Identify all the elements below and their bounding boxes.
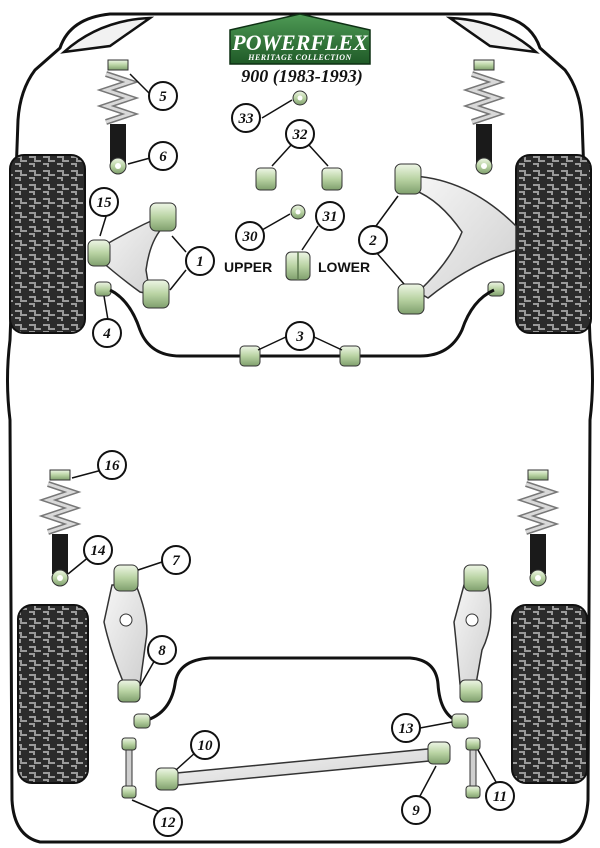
rear-right-droplink bbox=[465, 737, 481, 799]
callout-31: 31 bbox=[315, 201, 345, 231]
callout-14: 14 bbox=[83, 535, 113, 565]
bushing-2-lower bbox=[397, 283, 425, 315]
callout-7: 7 bbox=[161, 545, 191, 575]
bushing-8-left bbox=[117, 679, 141, 703]
logo-brand-text: POWERFLEX bbox=[231, 30, 369, 55]
bushing-1-upper bbox=[149, 202, 177, 232]
callout-15: 15 bbox=[89, 187, 119, 217]
callout-3: 3 bbox=[285, 321, 315, 351]
svg-text:7: 7 bbox=[172, 553, 180, 569]
bushing-2-upper bbox=[394, 163, 422, 195]
rear-left-trailing-arm bbox=[103, 584, 148, 685]
svg-text:15: 15 bbox=[97, 195, 113, 211]
svg-text:10: 10 bbox=[198, 738, 214, 754]
front-right-wishbone bbox=[413, 175, 517, 299]
svg-text:11: 11 bbox=[493, 789, 507, 805]
right-front-fender bbox=[445, 16, 540, 54]
front-anti-roll-bar bbox=[109, 288, 495, 358]
svg-text:32: 32 bbox=[292, 127, 309, 143]
callout-32: 32 bbox=[285, 119, 315, 149]
callout-16: 16 bbox=[97, 450, 127, 480]
callout-4: 4 bbox=[92, 318, 122, 348]
bushing-15 bbox=[87, 239, 111, 267]
svg-text:9: 9 bbox=[412, 803, 420, 819]
rear-right-tyre bbox=[511, 604, 588, 784]
front-left-wishbone bbox=[99, 214, 165, 295]
rear-left-spring bbox=[38, 469, 82, 587]
rear-left-tyre bbox=[17, 604, 89, 784]
callout-12: 12 bbox=[153, 807, 183, 837]
leader-lines bbox=[67, 73, 497, 813]
svg-text:33: 33 bbox=[238, 111, 255, 127]
bushing-9 bbox=[427, 741, 451, 765]
callout-33: 33 bbox=[231, 103, 261, 133]
callout-9: 9 bbox=[401, 795, 431, 825]
bushing-rear-axle-left bbox=[133, 713, 151, 729]
bushing-1-lower bbox=[142, 279, 170, 309]
model-title: 900 (1983-1993) bbox=[241, 66, 362, 87]
bushing-10 bbox=[155, 767, 179, 791]
powerflex-logo: POWERFLEX HERITAGE COLLECTION bbox=[229, 13, 371, 65]
callout-6: 6 bbox=[148, 141, 178, 171]
rear-axle-bar bbox=[139, 656, 461, 724]
svg-text:14: 14 bbox=[91, 543, 107, 559]
svg-text:8: 8 bbox=[158, 643, 166, 659]
svg-text:6: 6 bbox=[159, 149, 167, 165]
svg-text:30: 30 bbox=[242, 229, 259, 245]
front-right-spring bbox=[462, 59, 506, 175]
logo-collection-text: HERITAGE COLLECTION bbox=[247, 53, 352, 62]
callout-5: 5 bbox=[148, 81, 178, 111]
callout-1: 1 bbox=[185, 246, 215, 276]
upper-label: UPPER bbox=[224, 259, 272, 275]
bushing-4 bbox=[94, 281, 112, 297]
svg-text:31: 31 bbox=[322, 209, 338, 225]
car-body-outline bbox=[6, 12, 594, 844]
bushing-32-right bbox=[321, 167, 343, 191]
callout-2: 2 bbox=[358, 225, 388, 255]
svg-text:13: 13 bbox=[399, 721, 415, 737]
svg-text:4: 4 bbox=[102, 326, 111, 342]
lower-label: LOWER bbox=[318, 259, 370, 275]
left-front-fender bbox=[60, 16, 155, 54]
bushing-7-right bbox=[463, 564, 489, 592]
callout-30: 30 bbox=[235, 221, 265, 251]
svg-text:3: 3 bbox=[295, 329, 304, 345]
callout-10: 10 bbox=[190, 730, 220, 760]
svg-text:16: 16 bbox=[105, 458, 121, 474]
front-left-spring bbox=[96, 59, 140, 175]
svg-text:12: 12 bbox=[161, 815, 177, 831]
callout-8: 8 bbox=[147, 635, 177, 665]
bushing-8-right bbox=[459, 679, 483, 703]
svg-text:5: 5 bbox=[159, 89, 167, 105]
svg-text:2: 2 bbox=[368, 233, 377, 249]
bushing-7-left bbox=[113, 564, 139, 592]
front-left-tyre bbox=[9, 154, 86, 334]
bushing-front-right-droplink bbox=[487, 281, 505, 297]
bushing-32-left bbox=[255, 167, 277, 191]
front-right-tyre bbox=[515, 154, 592, 334]
callout-13: 13 bbox=[391, 713, 421, 743]
rear-right-trailing-arm bbox=[453, 584, 492, 685]
bushing-3-left bbox=[239, 345, 261, 367]
rear-left-droplink bbox=[121, 737, 137, 799]
bushing-3-right bbox=[339, 345, 361, 367]
svg-text:1: 1 bbox=[196, 254, 204, 270]
bushing-13 bbox=[451, 713, 469, 729]
callout-11: 11 bbox=[485, 781, 515, 811]
rear-right-spring bbox=[516, 469, 560, 587]
